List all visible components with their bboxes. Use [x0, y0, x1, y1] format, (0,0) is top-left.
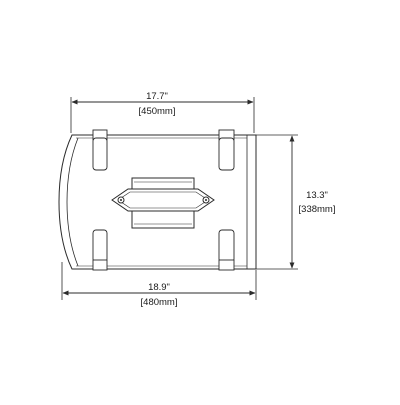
- top-width-dimension: 17.7" [450mm]: [70, 91, 255, 133]
- bottom-width-inches: 18.9": [148, 282, 170, 293]
- plate-rim-inner: [66, 137, 79, 267]
- bolt-left-center: [120, 199, 122, 201]
- height-dimension: 13.3" [338mm]: [256, 134, 336, 270]
- height-mm: [338mm]: [299, 204, 336, 215]
- slot-bottom-left: [92, 229, 108, 271]
- mounting-plate: [58, 129, 257, 271]
- top-width-inches: 17.7": [146, 91, 168, 102]
- bottom-width-mm: [480mm]: [141, 297, 178, 308]
- bracket-arm: [111, 188, 215, 212]
- top-width-mm: [450mm]: [139, 106, 176, 117]
- slot-top-right: [218, 129, 235, 171]
- height-inches: 13.3": [306, 190, 328, 201]
- slot-bottom-right: [218, 229, 235, 271]
- bottom-width-dimension: 18.9" [480mm]: [61, 262, 257, 308]
- bolt-right-center: [205, 199, 207, 201]
- center-bracket: [111, 177, 215, 229]
- slot-top-left: [92, 129, 108, 171]
